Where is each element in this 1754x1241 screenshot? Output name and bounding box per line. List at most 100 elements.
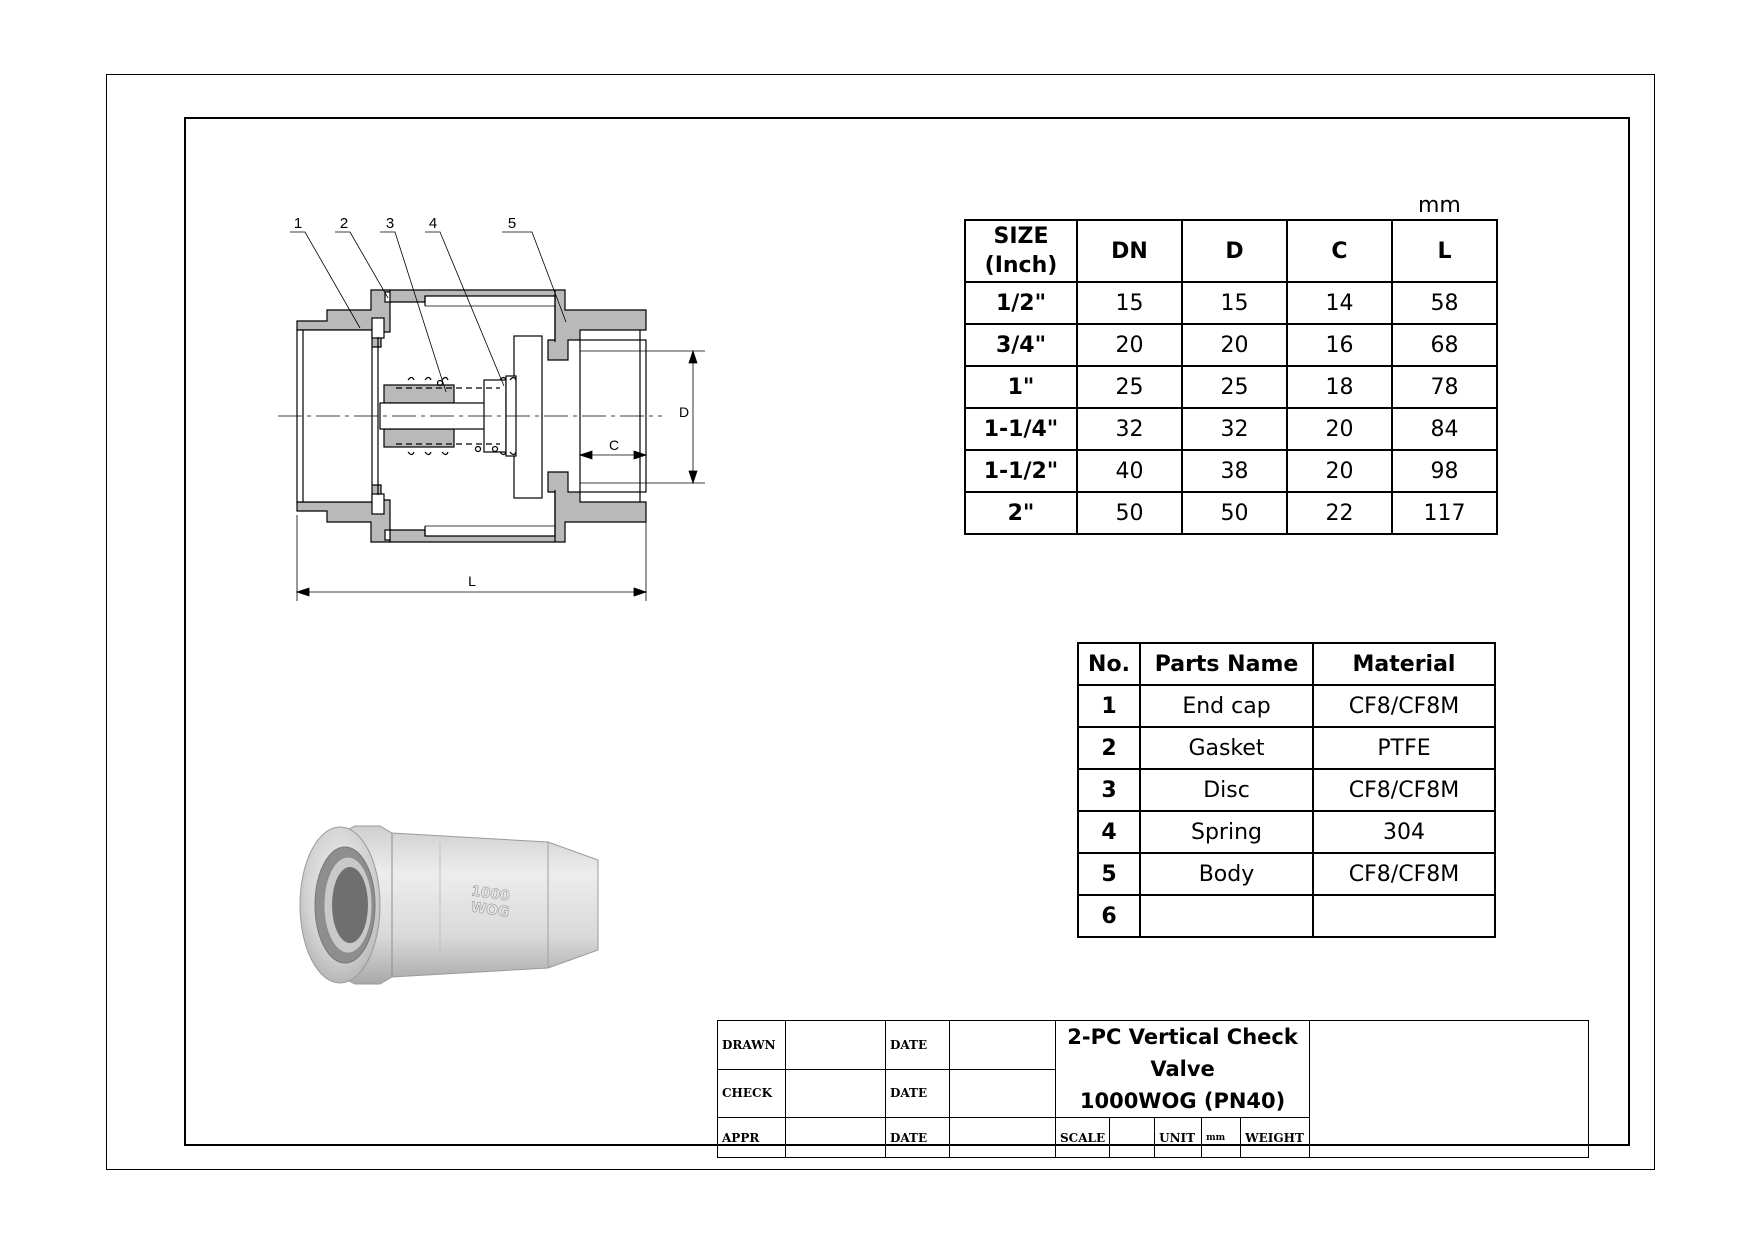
cell-part-name: Gasket <box>1139 726 1314 770</box>
cell-d: 25 <box>1181 365 1288 409</box>
callout-2: 2 <box>340 215 348 232</box>
cell-size: 1/2" <box>964 281 1078 325</box>
field-drawn <box>785 1020 886 1070</box>
drawing-title-line2: 1000WOG (PN40) <box>1079 1089 1286 1113</box>
cell-l: 78 <box>1391 365 1498 409</box>
cell-no: 4 <box>1077 810 1141 854</box>
cell-part-name <box>1139 894 1314 938</box>
table-row: 5 Body CF8/CF8M <box>1077 852 1496 896</box>
cell-size: 1-1/4" <box>964 407 1078 451</box>
cell-size: 1-1/2" <box>964 449 1078 493</box>
dimension-d <box>580 349 705 485</box>
drawing-title: 2-PC Vertical Check Valve 1000WOG (PN40) <box>1054 1020 1311 1118</box>
disc-head <box>513 335 543 499</box>
table-row: 4 Spring 304 <box>1077 810 1496 854</box>
table-row: 1/2" 15 15 14 58 <box>964 281 1498 325</box>
header-d: D <box>1181 219 1288 283</box>
dimension-d-label: D <box>679 404 689 420</box>
body-outline <box>424 296 556 536</box>
cell-material: PTFE <box>1312 726 1496 770</box>
size-table-header: SIZE (Inch) DN D C L <box>964 219 1498 283</box>
table-row: 2 Gasket PTFE <box>1077 726 1496 770</box>
dimension-c-label: C <box>609 437 619 453</box>
cell-part-name: Disc <box>1139 768 1314 812</box>
cell-material <box>1312 894 1496 938</box>
cell-size: 3/4" <box>964 323 1078 367</box>
cell-dn: 25 <box>1076 365 1183 409</box>
parts-material-table: No. Parts Name Material 1 End cap CF8/CF… <box>1077 642 1496 938</box>
callout-4: 4 <box>429 215 437 232</box>
cell-l: 84 <box>1391 407 1498 451</box>
seat-ring-upper <box>371 317 385 339</box>
dimension-l-label: L <box>468 573 476 589</box>
field-appr <box>785 1117 886 1158</box>
cell-dn: 15 <box>1076 281 1183 325</box>
header-dn: DN <box>1076 219 1183 283</box>
cell-dn: 50 <box>1076 491 1183 535</box>
cell-c: 16 <box>1286 323 1393 367</box>
table-row: 1-1/4" 32 32 20 84 <box>964 407 1498 451</box>
field-date-appr <box>949 1117 1056 1158</box>
seat-ring-lower <box>371 493 385 515</box>
parts-table-header: No. Parts Name Material <box>1077 642 1496 686</box>
cell-material: CF8/CF8M <box>1312 768 1496 812</box>
cell-l: 68 <box>1391 323 1498 367</box>
cell-l: 117 <box>1391 491 1498 535</box>
cell-l: 98 <box>1391 449 1498 493</box>
table-row: 2" 50 50 22 117 <box>964 491 1498 535</box>
cell-material: 304 <box>1312 810 1496 854</box>
cell-c: 20 <box>1286 407 1393 451</box>
valve-photo-marking-1000: 1000 <box>470 883 511 904</box>
label-check: CHECK <box>717 1068 786 1118</box>
label-date-check: DATE <box>885 1068 950 1118</box>
table-row: 1-1/2" 40 38 20 98 <box>964 449 1498 493</box>
cell-c: 22 <box>1286 491 1393 535</box>
field-unit: mm <box>1201 1117 1242 1158</box>
cell-part-name: Body <box>1139 852 1314 896</box>
cell-c: 14 <box>1286 281 1393 325</box>
header-material: Material <box>1312 642 1496 686</box>
callout-1: 1 <box>294 215 302 232</box>
cell-no: 6 <box>1077 894 1141 938</box>
label-appr: APPR <box>717 1117 786 1158</box>
valve-photo-body <box>334 825 599 985</box>
cell-c: 18 <box>1286 365 1393 409</box>
cell-no: 3 <box>1077 768 1141 812</box>
field-date-drawn <box>949 1020 1056 1070</box>
cell-no: 5 <box>1077 852 1141 896</box>
logo-area <box>1309 1020 1590 1158</box>
cell-no: 2 <box>1077 726 1141 770</box>
header-size: SIZE (Inch) <box>964 219 1078 283</box>
label-unit: UNIT <box>1154 1117 1203 1158</box>
label-drawn: DRAWN <box>717 1020 786 1070</box>
section-view <box>278 289 662 543</box>
label-scale: SCALE <box>1054 1117 1111 1158</box>
cell-size: 1" <box>964 365 1078 409</box>
cell-d: 50 <box>1181 491 1288 535</box>
cell-d: 20 <box>1181 323 1288 367</box>
table-row: 1" 25 25 18 78 <box>964 365 1498 409</box>
label-weight: WEIGHT <box>1240 1117 1311 1158</box>
callout-numbers: 1 2 3 4 5 <box>294 215 516 232</box>
cell-dn: 40 <box>1076 449 1183 493</box>
cell-dn: 20 <box>1076 323 1183 367</box>
cell-d: 38 <box>1181 449 1288 493</box>
cell-d: 15 <box>1181 281 1288 325</box>
table-row: 3/4" 20 20 16 68 <box>964 323 1498 367</box>
field-scale <box>1109 1117 1156 1158</box>
table-row: 3 Disc CF8/CF8M <box>1077 768 1496 812</box>
title-block: DRAWN DATE 2-PC Vertical Check Valve 100… <box>717 1020 1590 1158</box>
spring <box>396 376 517 456</box>
drawing-border-outer <box>106 74 1655 1170</box>
header-l: L <box>1391 219 1498 283</box>
table-row: 6 <box>1077 894 1496 938</box>
field-check <box>785 1068 886 1118</box>
cell-no: 1 <box>1077 684 1141 728</box>
header-parts-name: Parts Name <box>1139 642 1314 686</box>
label-date-drawn: DATE <box>885 1020 950 1070</box>
valve-photo-marking-wog: WOG <box>470 899 511 920</box>
cell-part-name: End cap <box>1139 684 1314 728</box>
label-date-appr: DATE <box>885 1117 950 1158</box>
cell-material: CF8/CF8M <box>1312 684 1496 728</box>
